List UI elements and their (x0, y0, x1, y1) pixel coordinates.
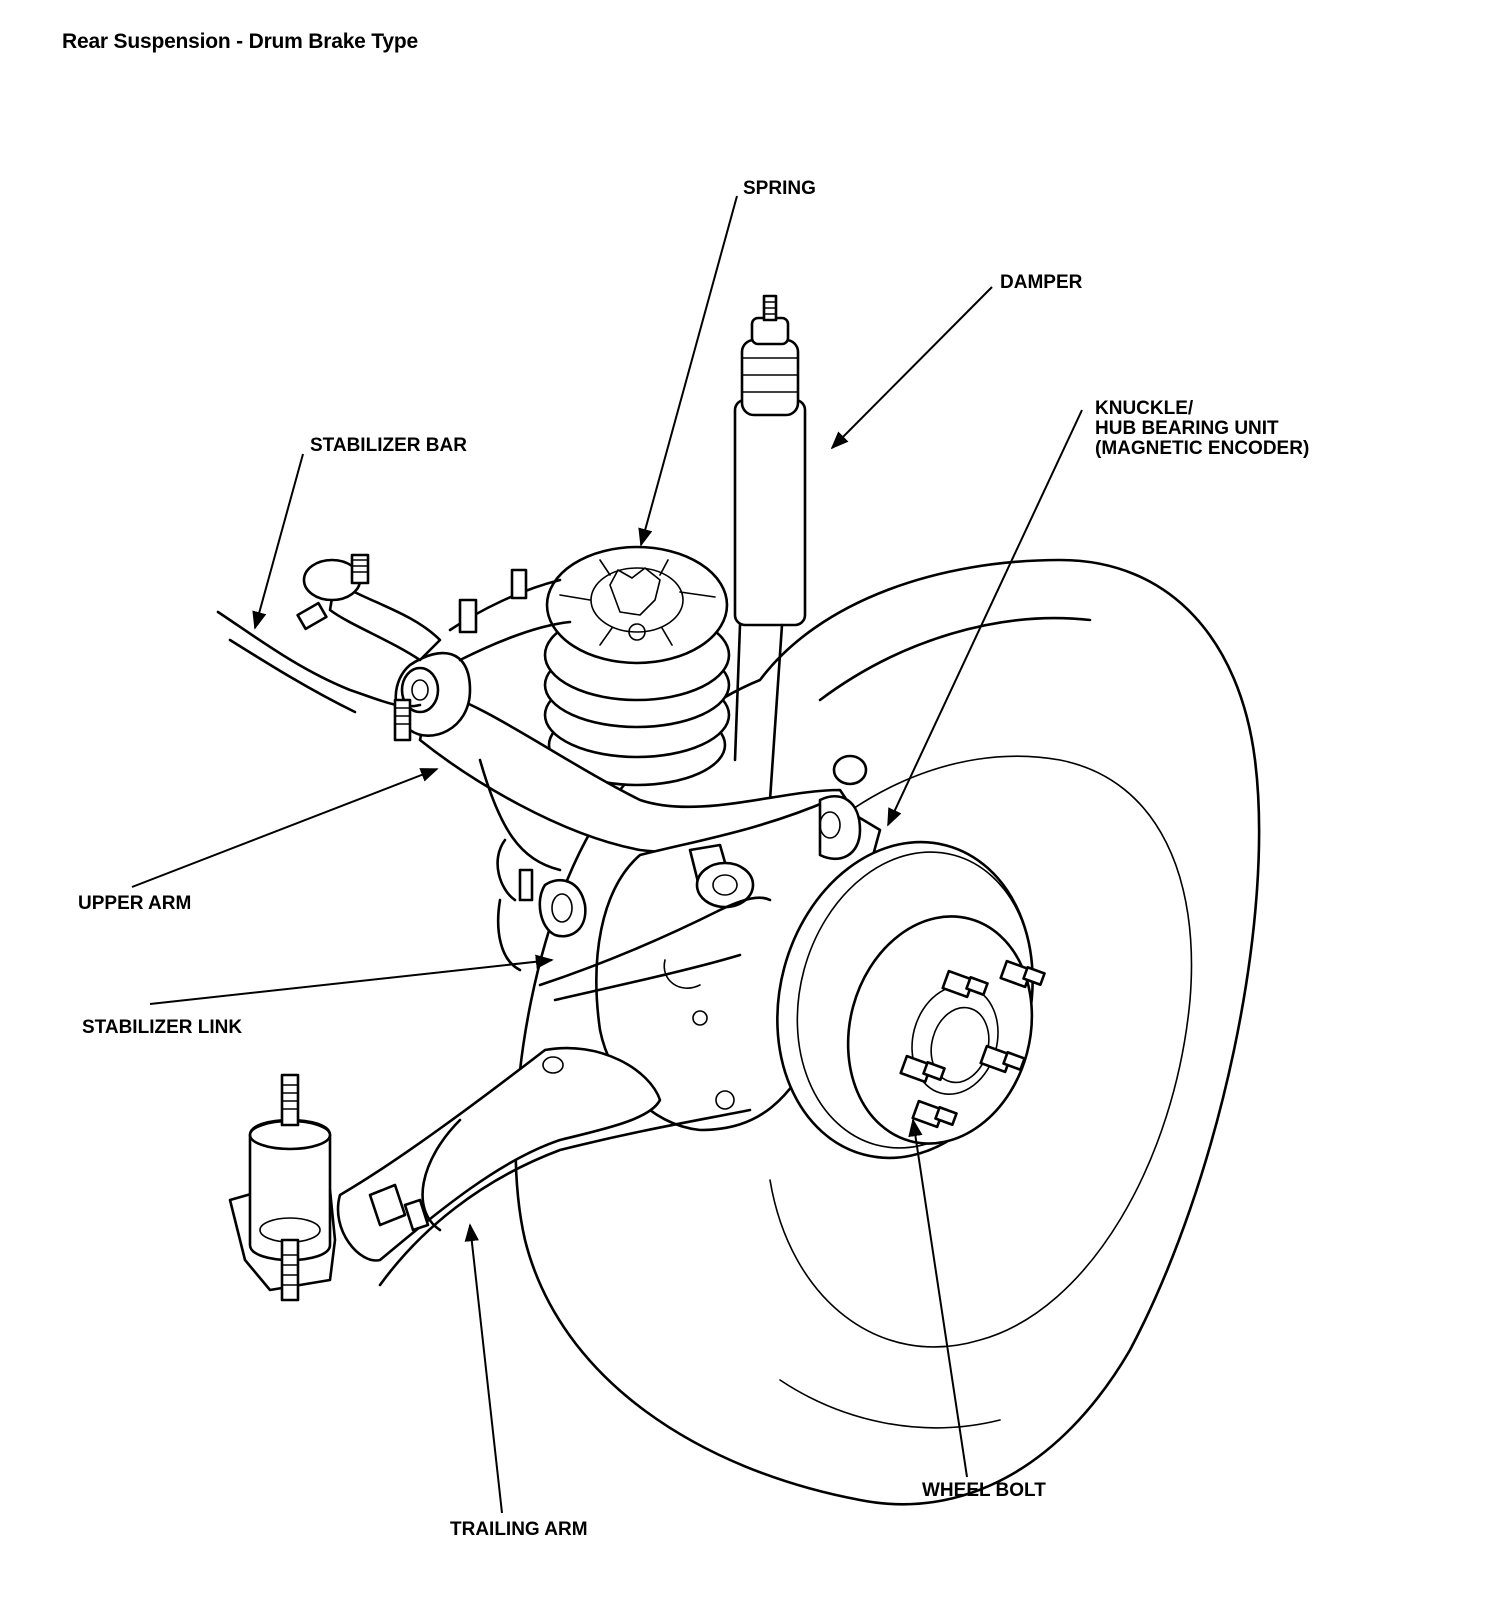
upper-arm-label: UPPER ARM (78, 893, 191, 914)
leader-lines (131, 195, 1083, 1514)
stabilizer-link-leader (149, 954, 554, 1005)
trailing-arm (228, 1046, 752, 1302)
trailing-arm-leader (464, 1223, 503, 1514)
wheel-bolt (899, 1054, 946, 1084)
page-title: Rear Suspension - Drum Brake Type (62, 30, 418, 53)
stabilizer-link-label: STABILIZER LINK (82, 1017, 242, 1038)
stabilizer-bar (216, 553, 528, 742)
stabilizer-bar-leader (252, 453, 304, 630)
wheel-bolt (941, 969, 989, 999)
brake-drum (776, 840, 1034, 1160)
damper-leader (830, 286, 993, 450)
damper (733, 294, 807, 802)
knuckle-label-line2: HUB BEARING UNIT (1095, 418, 1279, 439)
damper-label: DAMPER (1000, 272, 1083, 293)
spring-label: SPRING (743, 178, 816, 199)
tire (514, 558, 1261, 1506)
wheel-bolt-leader (908, 1118, 968, 1478)
wheel-bolt (999, 959, 1046, 989)
trailing-arm-label: TRAILING ARM (450, 1519, 588, 1540)
spring-leader (638, 195, 738, 547)
knuckle-label-line1: KNUCKLE/ (1095, 398, 1194, 419)
spring (543, 545, 731, 787)
stabilizer-bar-label: STABILIZER BAR (310, 435, 467, 456)
knuckle-leader (887, 409, 1083, 827)
knuckle-label-line3: (MAGNETIC ENCODER) (1095, 438, 1309, 459)
wheel-bolts (899, 959, 1046, 1129)
stabilizer-link (496, 838, 772, 1002)
wheel-bolt (979, 1044, 1026, 1074)
wheel-bolt-label: WHEEL BOLT (922, 1480, 1046, 1501)
upper-arm-leader (131, 768, 439, 888)
